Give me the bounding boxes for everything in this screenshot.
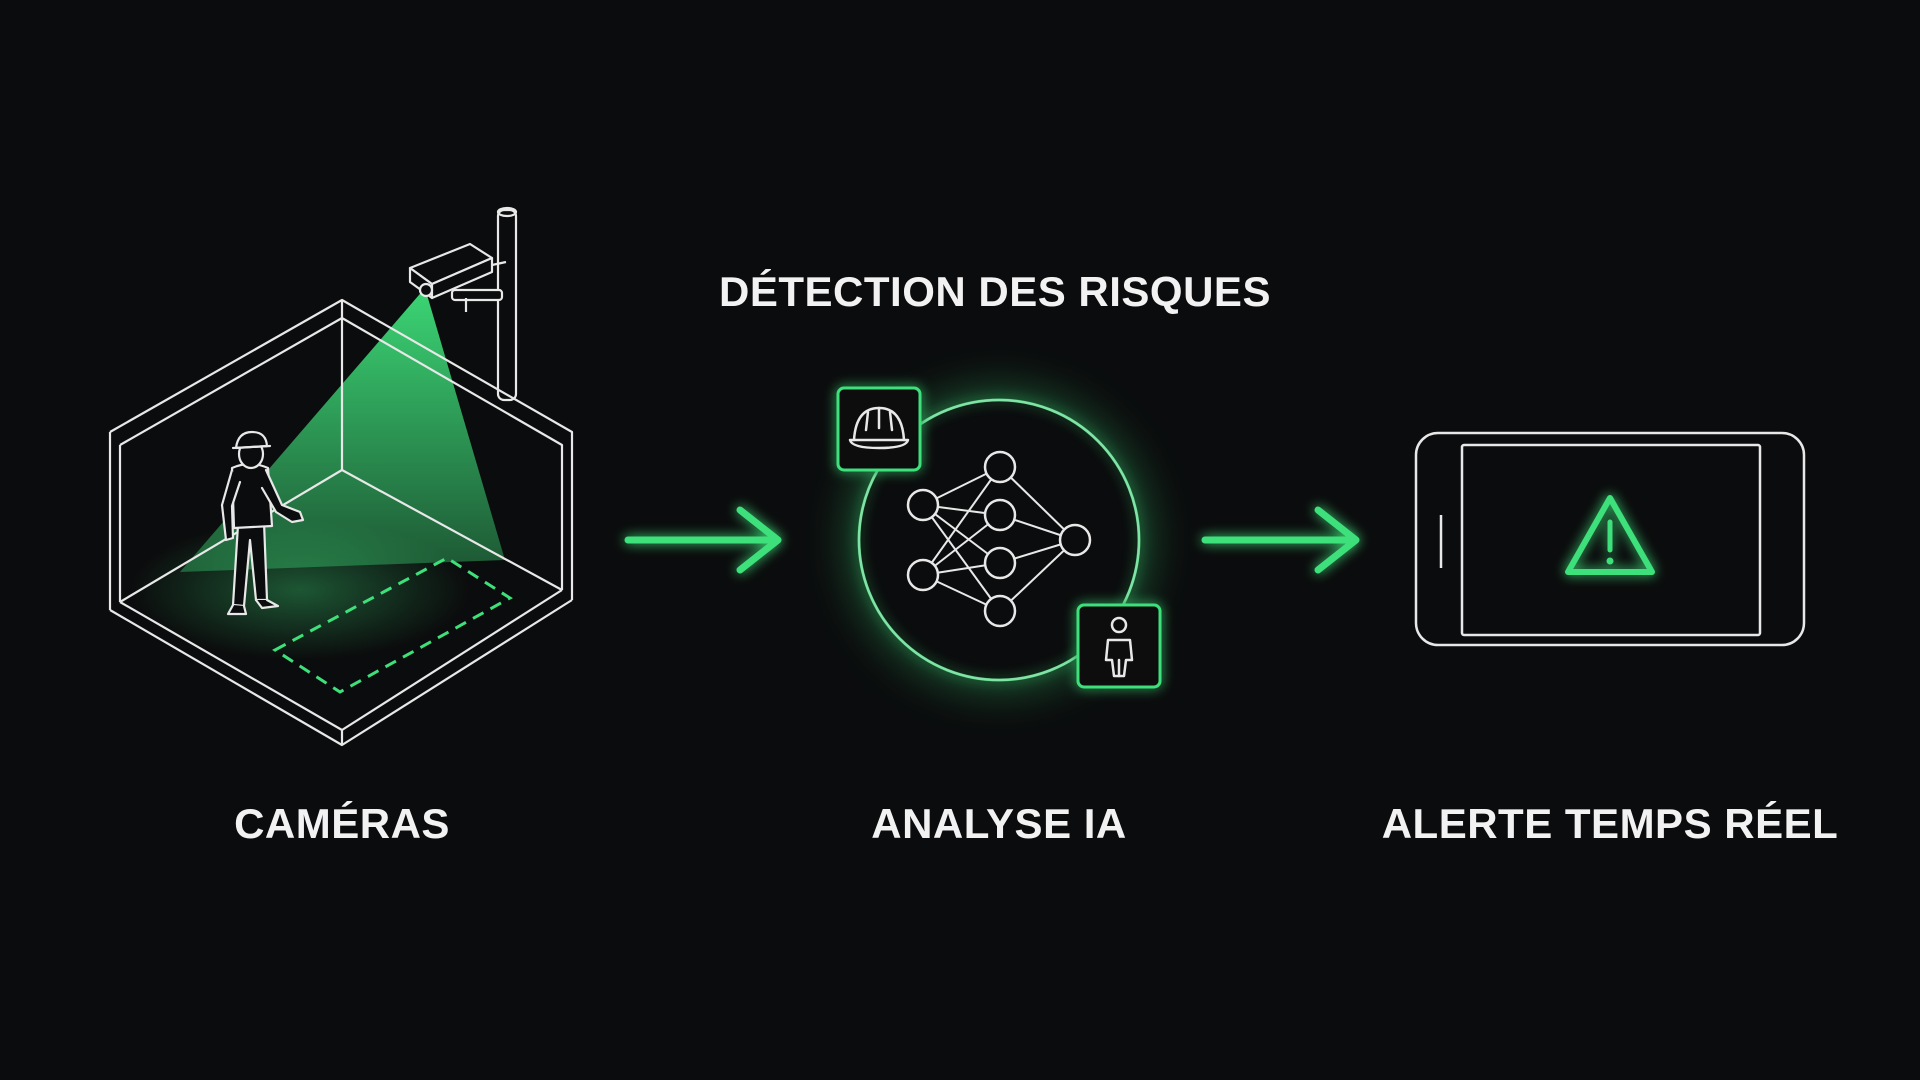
danger-zone-icon (272, 556, 513, 694)
worker-icon (220, 430, 305, 616)
warning-triangle-icon (1565, 495, 1655, 575)
flow-arrow-1 (624, 506, 782, 574)
ai-heading: DÉTECTION DES RISQUES (719, 268, 1271, 315)
camera-pole (496, 206, 518, 402)
hard-hat-icon (836, 386, 922, 472)
person-icon (1076, 603, 1162, 689)
step-label-alerte: ALERTE TEMPS RÉEL (1381, 800, 1839, 847)
isometric-room-icon (108, 206, 574, 747)
neural-network-icon (849, 390, 1149, 690)
security-camera-icon (408, 242, 507, 312)
flow-arrow-2 (1201, 506, 1360, 574)
step-label-cameras: CAMÉRAS (234, 800, 450, 847)
step-label-analyse: ANALYSE IA (871, 800, 1127, 847)
smartphone-icon (1414, 431, 1806, 647)
